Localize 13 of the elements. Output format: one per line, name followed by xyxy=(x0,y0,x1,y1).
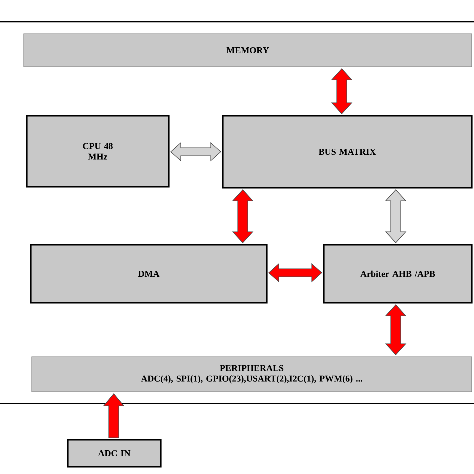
block-box: MEMORY xyxy=(24,34,472,68)
block-box: PERIPHERALS ADC(4), SPI(1), GPIO(23),USART(2),I2C(1), PWM(6) ... xyxy=(32,356,472,392)
block-arrow xyxy=(385,190,407,244)
block-box: ADC IN xyxy=(67,439,162,468)
block-box: BUS MATRIX xyxy=(222,115,473,189)
block-arrow xyxy=(331,68,353,114)
block-arrow xyxy=(232,190,254,244)
block-arrow xyxy=(170,142,222,162)
block-arrow xyxy=(268,263,322,283)
block-box: Arbiter AHB /APB xyxy=(323,244,473,304)
block-arrow xyxy=(385,304,407,356)
block-box: CPU 48 MHz xyxy=(26,115,170,188)
block-box: DMA xyxy=(30,244,268,304)
